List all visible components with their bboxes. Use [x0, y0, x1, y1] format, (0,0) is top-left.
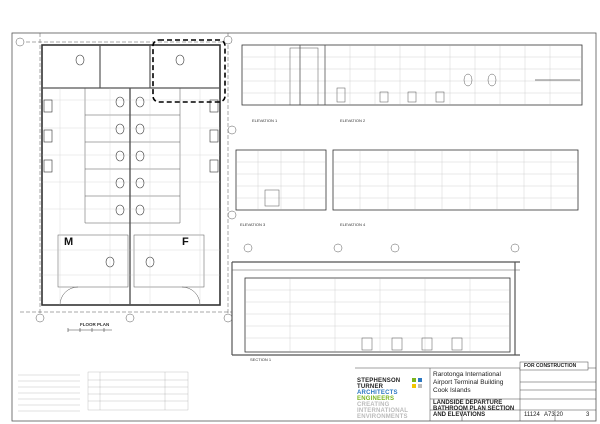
logo-turner: TURNER [357, 384, 384, 390]
logo-architects: ARCHITECTS [357, 390, 398, 396]
drawing-title-line-2: BATHROOM PLAN SECTION [433, 406, 515, 412]
logo-international: INTERNATIONAL [357, 408, 409, 414]
status-label: FOR CONSTRUCTION [524, 363, 577, 369]
elevation-3-label: ELEVATION 3 [240, 222, 266, 227]
logo-squares [412, 378, 422, 388]
logo-environments: ENVIRONMENTS [357, 414, 408, 420]
male-room-label: M [64, 236, 74, 248]
notes-block [18, 374, 80, 412]
drawing-number-visible: A73.20 [544, 412, 564, 418]
elevation-1-label: ELEVATION 1 [252, 118, 278, 123]
highlight-detail-box [152, 39, 226, 103]
female-room-label: F [182, 236, 189, 248]
elevations-3-4 [235, 149, 579, 211]
floor-plan [20, 33, 232, 320]
sheet-border [11, 32, 597, 422]
title-block [355, 361, 596, 421]
logo-stephenson: STEPHENSON [357, 378, 401, 384]
grid-bubbles-section [227, 125, 520, 253]
elevation-4-label: ELEVATION 4 [340, 222, 366, 227]
floor-plan-label: FLOOR PLAN [80, 322, 110, 327]
drawing-title-line-1-visible: LANDSIDE DEPARTURE [433, 400, 503, 406]
revision-number: 3 [586, 412, 590, 418]
logo-engineers: ENGINEERS [357, 396, 395, 402]
project-name-line-1: Rarotonga International [433, 371, 501, 378]
floor-tile-grid [42, 88, 220, 305]
section-1-label: SECTION 1 [250, 357, 272, 362]
toilet-fixtures [43, 54, 219, 268]
project-name-line-2: Airport Terminal Building [433, 379, 504, 386]
job-number-visible: 11124 [524, 412, 540, 418]
plan-scale-bar [67, 328, 112, 332]
drawing-title-line-3: AND ELEVATIONS [433, 412, 486, 418]
grid-bubbles-plan [15, 35, 233, 323]
logo-creating: CREATING [357, 402, 390, 408]
elevations-1-2 [241, 44, 583, 106]
project-name-line-3: Cook Islands [433, 387, 471, 394]
revision-table [87, 371, 189, 411]
section-1 [231, 261, 520, 356]
elevation-2-label: ELEVATION 2 [340, 118, 366, 123]
